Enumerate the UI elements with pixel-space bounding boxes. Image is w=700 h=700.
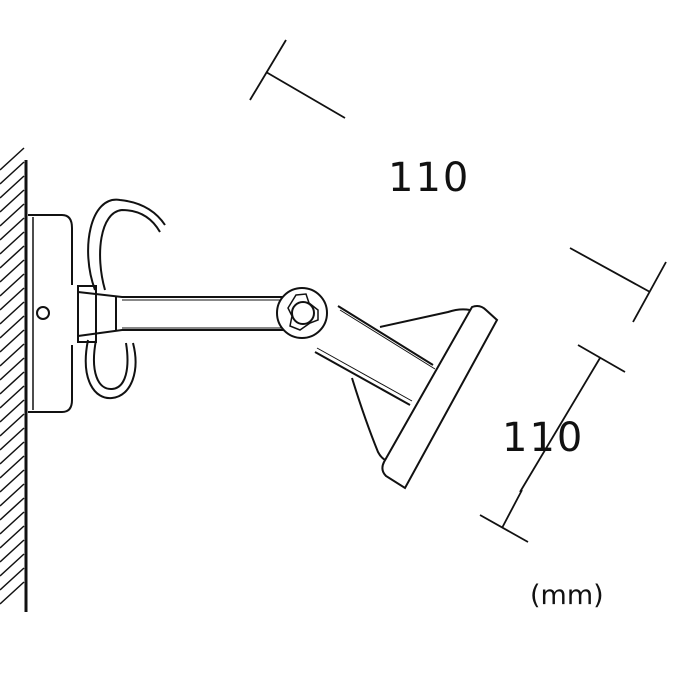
wall-hatch-line	[0, 231, 25, 255]
wall-hatch-line	[0, 217, 25, 241]
wall-hatch-line	[0, 147, 25, 171]
width-dimension-label: 110	[388, 155, 471, 201]
wall-hatch-line	[0, 175, 25, 199]
wall-hatch-line	[0, 441, 25, 465]
wall-hatch-line	[0, 259, 25, 283]
wall-hatch-line	[0, 455, 25, 479]
wall-hatch-line	[0, 371, 25, 395]
wall-hatch-line	[0, 497, 25, 521]
wall-hatch-line	[0, 315, 25, 339]
camera-mount-head	[314, 305, 499, 490]
wall-hatch-line	[0, 525, 25, 549]
joint-knob	[276, 287, 328, 339]
wall-hatch-line	[0, 203, 25, 227]
wall-hatch-line	[0, 385, 25, 409]
screw-hole	[36, 306, 50, 320]
dimension-lines	[249, 39, 667, 543]
wall-hatch-line	[0, 399, 25, 423]
base-plate	[28, 214, 73, 413]
height-dimension-label: 110	[502, 415, 585, 461]
wall-hatch-line	[0, 483, 25, 507]
wall-hatch-line	[0, 539, 25, 563]
wall-hatch-line	[0, 273, 25, 297]
wall-hatch-line	[0, 245, 25, 269]
wall	[0, 147, 28, 612]
cable	[84, 198, 166, 400]
unit-label: (mm)	[530, 580, 604, 611]
wall-hatch-line	[0, 189, 25, 213]
wall-hatch-line	[0, 413, 25, 437]
wall-hatch-line	[0, 511, 25, 535]
wall-hatch-line	[0, 287, 25, 311]
wall-hatch-line	[0, 329, 25, 353]
wall-hatch-line	[0, 567, 25, 591]
wall-hatch-line	[0, 469, 25, 493]
wall-hatch-line	[0, 301, 25, 325]
wall-hatch-line	[0, 427, 25, 451]
arm	[77, 285, 295, 343]
wall-hatch-line	[0, 357, 25, 381]
wall-hatch-line	[0, 553, 25, 577]
wall-hatch-line	[0, 581, 25, 605]
wall-hatch-line	[0, 343, 25, 367]
wall-hatch-line	[0, 161, 25, 185]
